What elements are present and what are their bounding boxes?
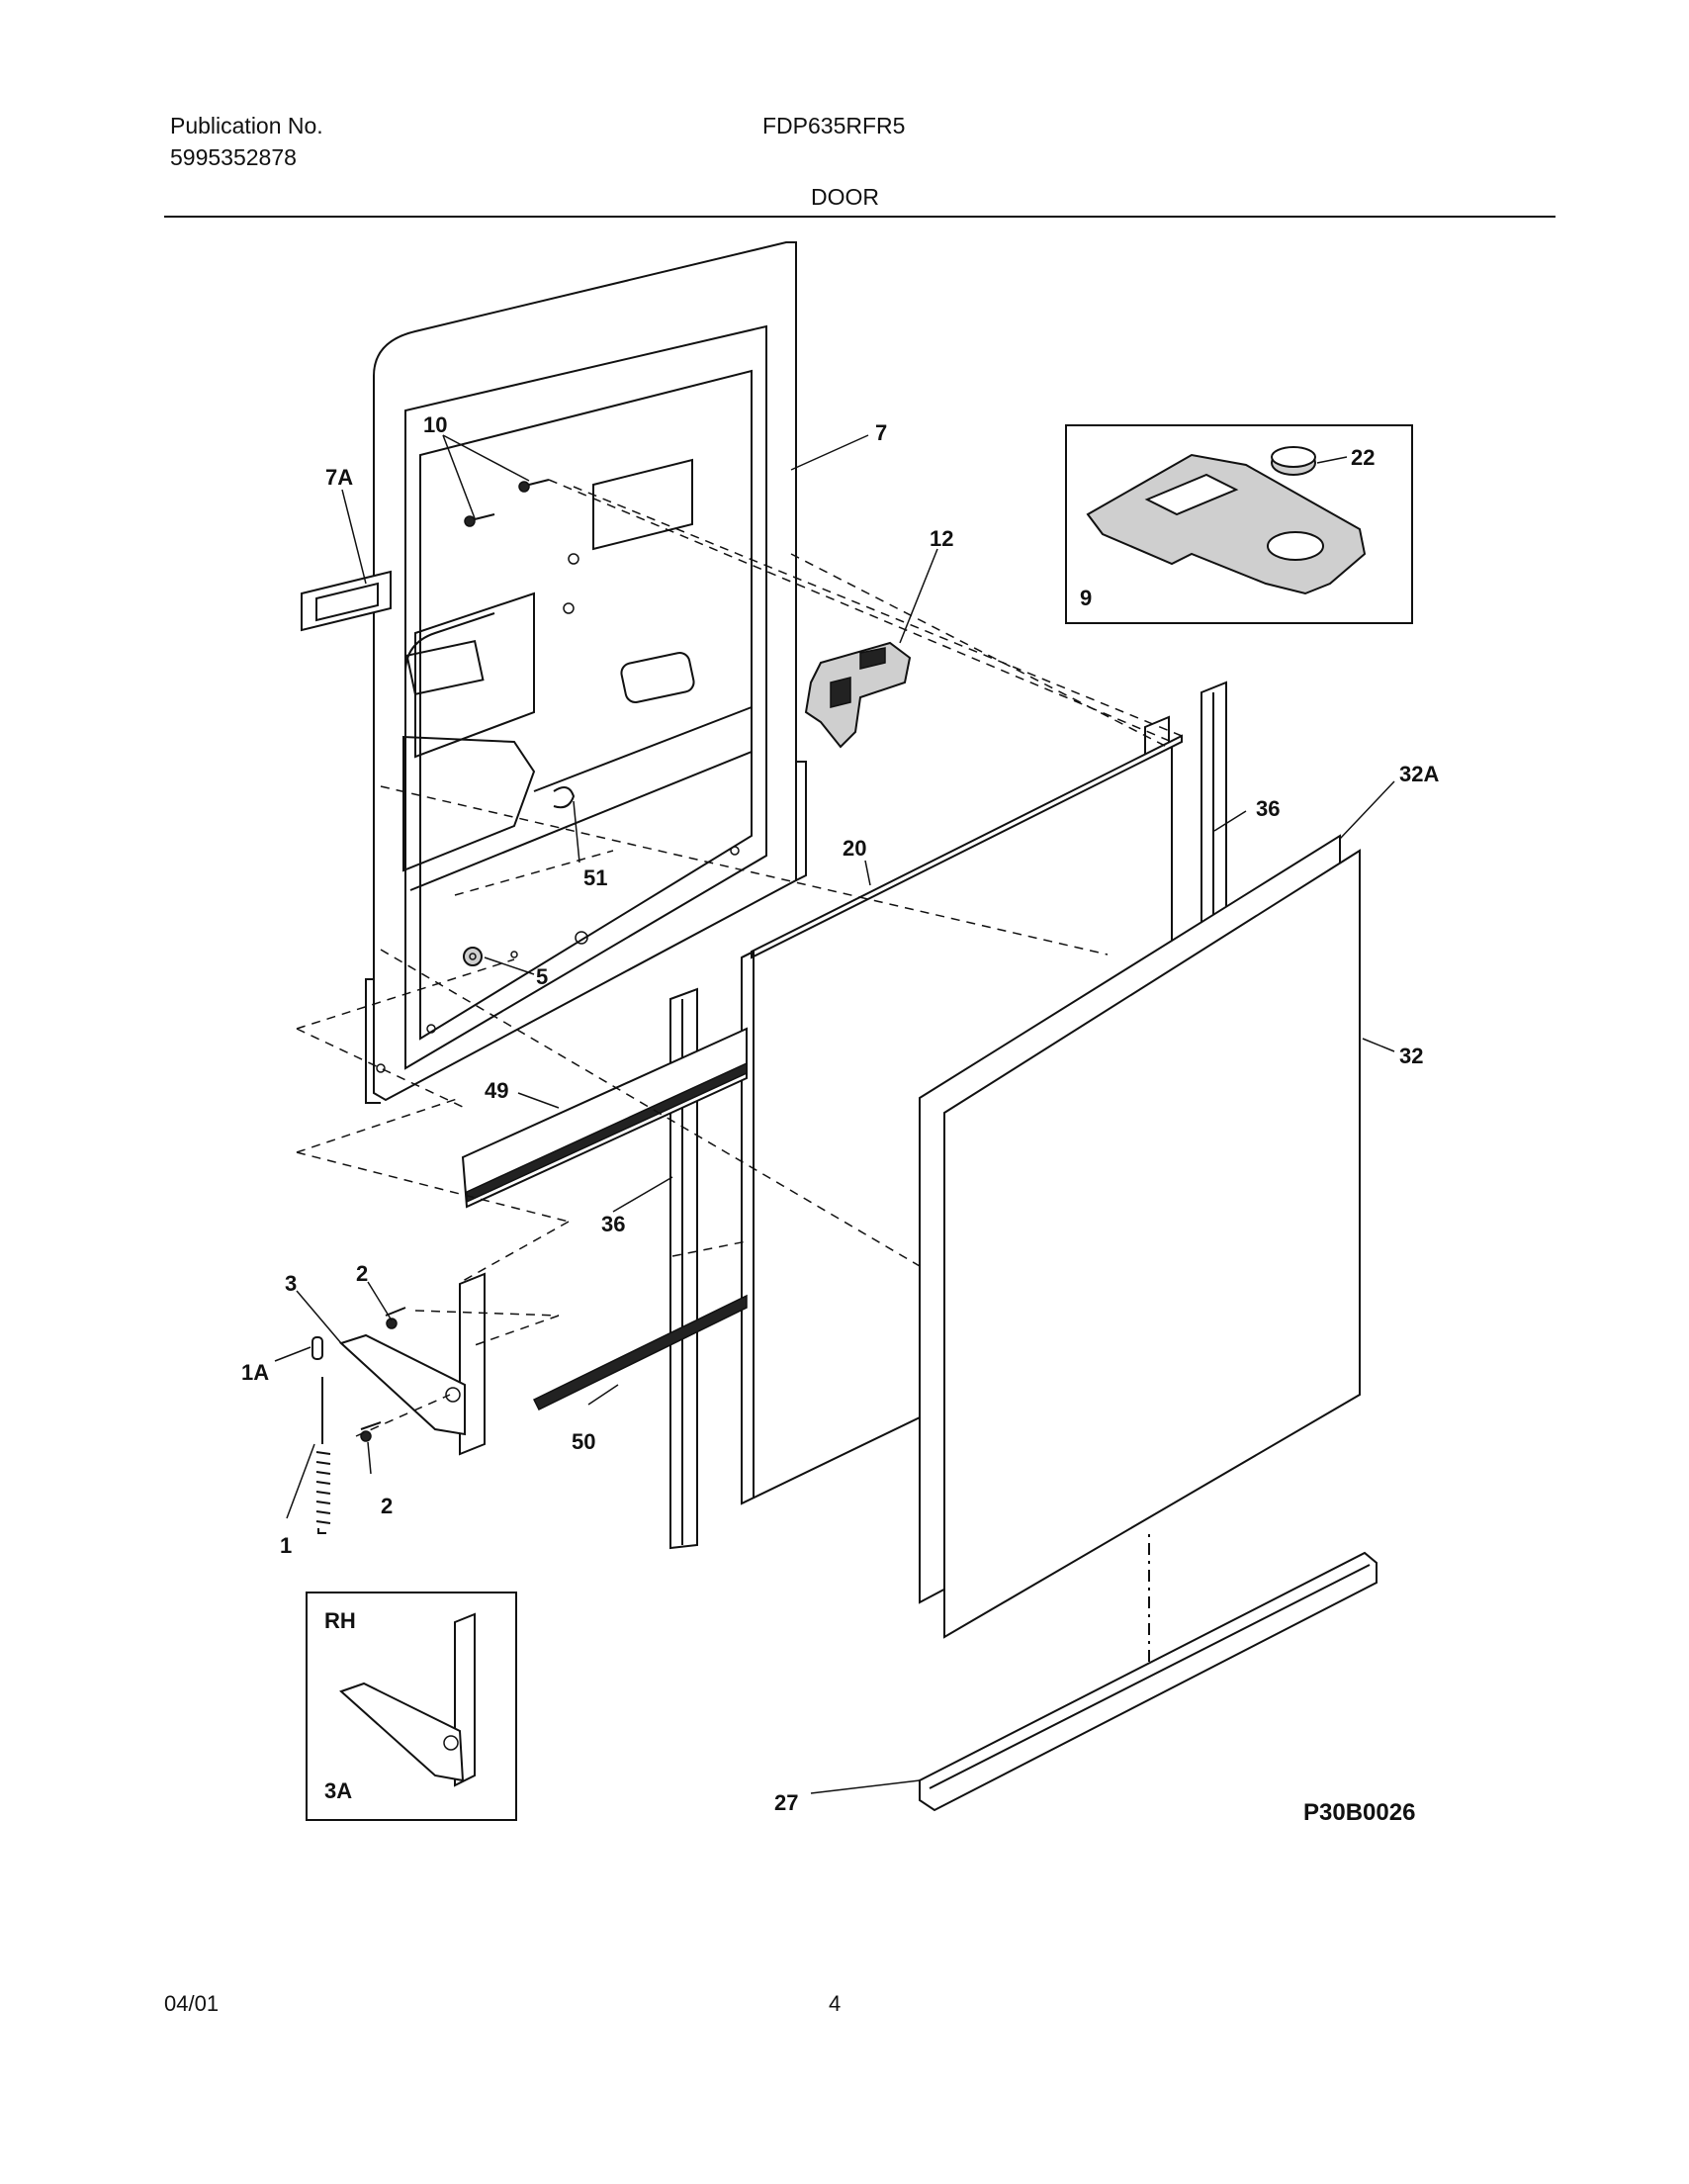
inset-label-9: 9 — [1080, 586, 1092, 610]
section-title: DOOR — [811, 184, 879, 210]
callout-27: 27 — [774, 1790, 798, 1815]
callout-3: 3 — [285, 1271, 297, 1296]
callout-51: 51 — [583, 865, 607, 890]
model-number: FDP635RFR5 — [762, 113, 906, 138]
callout-36-right: 36 — [1256, 796, 1280, 821]
channel-49 — [461, 1027, 748, 1209]
callout-32a: 32A — [1399, 762, 1439, 786]
footer-date: 04/01 — [164, 1991, 220, 2016]
inset-label-22: 22 — [1351, 445, 1375, 470]
callout-2-bottom: 2 — [381, 1494, 393, 1518]
callout-32: 32 — [1399, 1044, 1423, 1068]
callout-12: 12 — [930, 526, 953, 551]
inset-label-3a: 3A — [324, 1778, 352, 1803]
screws-10 — [464, 479, 550, 527]
dispenser-inset: 22 9 — [1065, 424, 1413, 624]
header-divider — [164, 216, 1556, 218]
strip-50 — [532, 1294, 748, 1411]
inset-label-rh: RH — [324, 1608, 356, 1633]
callout-50: 50 — [572, 1429, 595, 1454]
spring-1 — [311, 1336, 331, 1534]
clip-51 — [553, 786, 576, 809]
callout-20: 20 — [843, 836, 866, 861]
leader-lines — [274, 434, 1395, 1794]
callout-7a: 7A — [325, 465, 353, 490]
panel-32 — [943, 849, 1361, 1639]
callout-7: 7 — [875, 420, 887, 445]
assembly-lines — [296, 479, 1183, 1437]
figure-code: P30B0026 — [1303, 1799, 1415, 1826]
hinge-rh-inset: RH 3A — [306, 1592, 517, 1821]
nut-5 — [463, 947, 483, 966]
part-callouts: 10 7 7A 12 32A 36 20 51 5 32 49 36 3 2 1… — [241, 412, 1439, 1815]
publication-number: 5995352878 — [170, 144, 297, 170]
callout-49: 49 — [485, 1078, 508, 1103]
callout-36-left: 36 — [601, 1212, 625, 1236]
vent-gasket-7a — [301, 570, 392, 632]
callout-2-top: 2 — [356, 1261, 368, 1286]
door-latch-12 — [804, 641, 912, 749]
callout-1: 1 — [280, 1533, 292, 1558]
callout-5: 5 — [536, 964, 548, 989]
inner-door-panel — [365, 241, 807, 1104]
hinge-3 — [339, 1272, 486, 1456]
publication-label: Publication No. — [170, 113, 323, 138]
bottom-trim-27 — [919, 1533, 1378, 1812]
callout-1a: 1A — [241, 1360, 269, 1385]
callout-10: 10 — [423, 412, 447, 437]
page-number: 4 — [829, 1991, 842, 2016]
